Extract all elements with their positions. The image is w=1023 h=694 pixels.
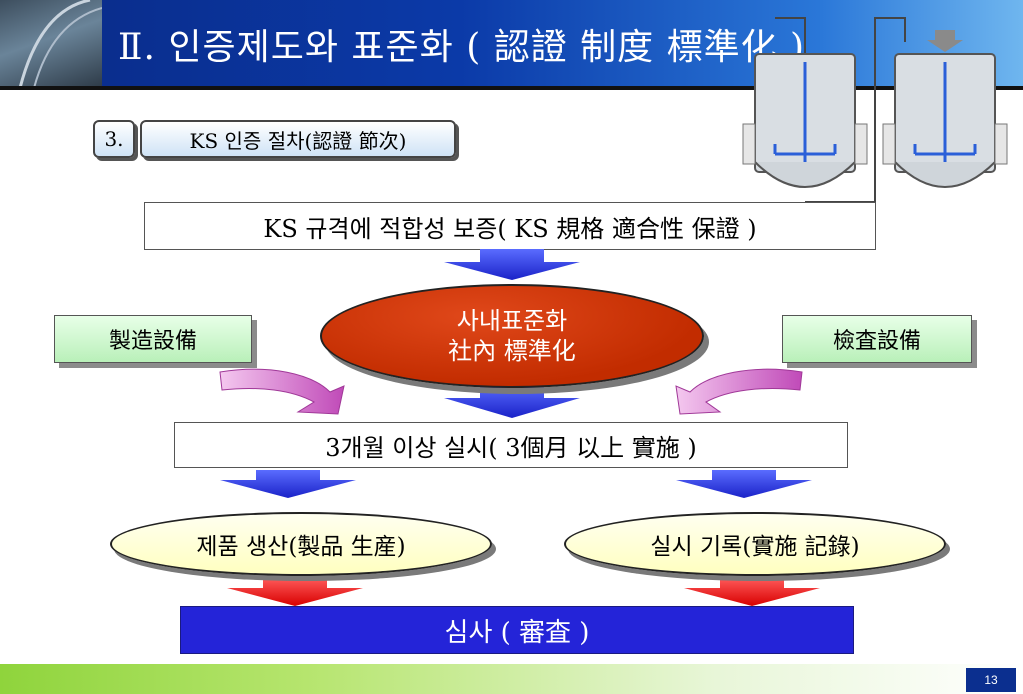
logo-image <box>0 0 103 89</box>
implementation-record-ellipse: 실시 기록(實施 記錄) <box>564 512 946 576</box>
arrow-down-left <box>220 470 356 498</box>
top-requirement-box: KS 규격에 적합성 보증( KS 規格 適合性 保證 ) <box>144 202 876 250</box>
header-divider <box>0 86 1023 90</box>
arrow-down-right <box>676 470 812 498</box>
arch-icon <box>18 0 103 89</box>
curved-arrow-left <box>219 368 345 415</box>
page-number: 13 <box>966 668 1016 692</box>
slide-title: Ⅱ. 인증제도와 표준화 ( 認證 制度 標準化 ) <box>118 27 806 68</box>
arrow-down-1 <box>444 249 580 280</box>
inspection-equipment-box: 檢査設備 <box>782 315 972 363</box>
curved-arrow-right <box>675 368 803 415</box>
ellipse-line-1: 사내표준화 <box>456 307 568 335</box>
arrow-down-2 <box>444 384 580 418</box>
section-label: KS 인증 절차(認證 節次) <box>140 120 456 158</box>
arrow-red-right <box>684 578 820 606</box>
internal-standardization-ellipse: 사내표준화 社內 標準化 <box>320 284 704 388</box>
ellipse-line-2: 社內 標準化 <box>448 337 576 365</box>
examination-bar: 심사 ( 審査 ) <box>180 606 854 654</box>
implementation-period-box: 3개월 이상 실시( 3個月 以上 實施 ) <box>174 422 848 468</box>
footer-bar <box>0 664 1023 694</box>
section-number: 3. <box>93 120 135 158</box>
arrow-red-left <box>227 578 363 606</box>
manufacturing-equipment-box: 製造設備 <box>54 315 252 363</box>
product-production-ellipse: 제품 생산(製品 生産) <box>110 512 492 576</box>
